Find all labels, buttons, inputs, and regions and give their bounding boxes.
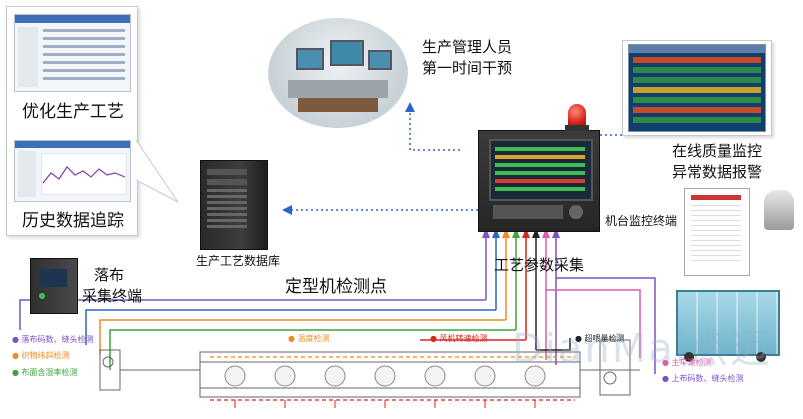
- sensor-dot-icon: ●: [288, 334, 295, 343]
- sensor-dot-icon: ●: [430, 334, 437, 343]
- sensor-cloth-code-label: 落布码数、缝头检测: [21, 335, 94, 344]
- sensor-moisture-label: 布面含湿率检测: [21, 368, 78, 377]
- sensor-speed: ● 主车速检测: [662, 357, 712, 368]
- fabric-cart: [676, 290, 780, 356]
- sensor-dot-icon: ●: [662, 374, 669, 383]
- sensor-feed-code: ● 上布码数、缝头检测: [662, 373, 744, 384]
- sensor-dot-icon: ●: [662, 358, 669, 367]
- history-screenshot: [14, 140, 131, 202]
- terminal-knob: [569, 205, 583, 219]
- sensor-dot-icon: ●: [12, 368, 19, 377]
- sensor-weft-label: 织物纬斜检测: [21, 351, 70, 360]
- label-machine-point: 定型机检测点: [285, 277, 387, 297]
- sensor-temperature-label: 温度检测: [297, 334, 330, 343]
- barcode-scanner-icon: [764, 190, 794, 230]
- quality-monitor-screen: [628, 44, 766, 132]
- label-history: 历史数据追踪: [22, 211, 124, 231]
- label-database: 生产工艺数据库: [196, 254, 281, 268]
- label-optimize: 优化生产工艺: [22, 102, 124, 122]
- label-cloth-line1: 落布: [94, 266, 125, 284]
- label-manager-line1: 生产管理人员: [422, 38, 513, 56]
- alarm-light-base: [565, 125, 589, 131]
- database-server: [200, 160, 268, 250]
- terminal-screen: [489, 139, 593, 201]
- sensor-fan-label: 风机转速检测: [439, 334, 488, 343]
- control-room-photo: [268, 18, 408, 128]
- label-terminal: 机台监控终端: [605, 214, 678, 228]
- arrow-to-manager: [409, 110, 460, 151]
- sensor-overfeed: ● 超喂量检测: [575, 333, 625, 344]
- monitoring-terminal: [478, 130, 600, 232]
- cart-wheel: [756, 352, 766, 362]
- sensor-weft: ● 织物纬斜检测: [12, 350, 70, 361]
- watermark: DianMai点迈: [512, 326, 772, 372]
- arrow-head-manager: [405, 102, 415, 112]
- sensor-fan: ● 风机转速检测: [430, 333, 488, 344]
- arrow-head-database: [282, 205, 292, 215]
- sensor-dot-icon: ●: [12, 335, 19, 344]
- alarm-light-icon: [568, 104, 586, 126]
- cart-wheel: [684, 352, 694, 362]
- fan-units: [224, 365, 546, 387]
- label-monitor-line1: 在线质量监控: [672, 142, 763, 160]
- bubble-pointer: [136, 140, 179, 203]
- label-collect: 工艺参数采集: [494, 256, 585, 274]
- sensor-dot-icon: ●: [12, 351, 19, 360]
- label-manager-line2: 第一时间干预: [422, 59, 513, 77]
- sensor-cloth-code: ● 落布码数、缝头检测: [12, 334, 94, 345]
- sensor-feed-code-label: 上布码数、缝头检测: [671, 374, 744, 383]
- report-sheet: [684, 188, 750, 276]
- terminal-keyboard: [493, 205, 563, 219]
- process-screenshot: [14, 14, 131, 92]
- sensor-moisture: ● 布面含湿率检测: [12, 367, 78, 378]
- stenter-machine: [99, 339, 640, 398]
- cloth-collection-terminal: [30, 258, 78, 314]
- sensor-temperature: ● 温度检测: [288, 333, 330, 344]
- sensor-overfeed-label: 超喂量检测: [584, 334, 625, 343]
- sensor-speed-label: 主车速检测: [671, 358, 712, 367]
- sensor-dot-icon: ●: [575, 334, 582, 343]
- label-cloth-line2: 采集终端: [82, 287, 143, 305]
- label-monitor-line2: 异常数据报警: [672, 163, 763, 181]
